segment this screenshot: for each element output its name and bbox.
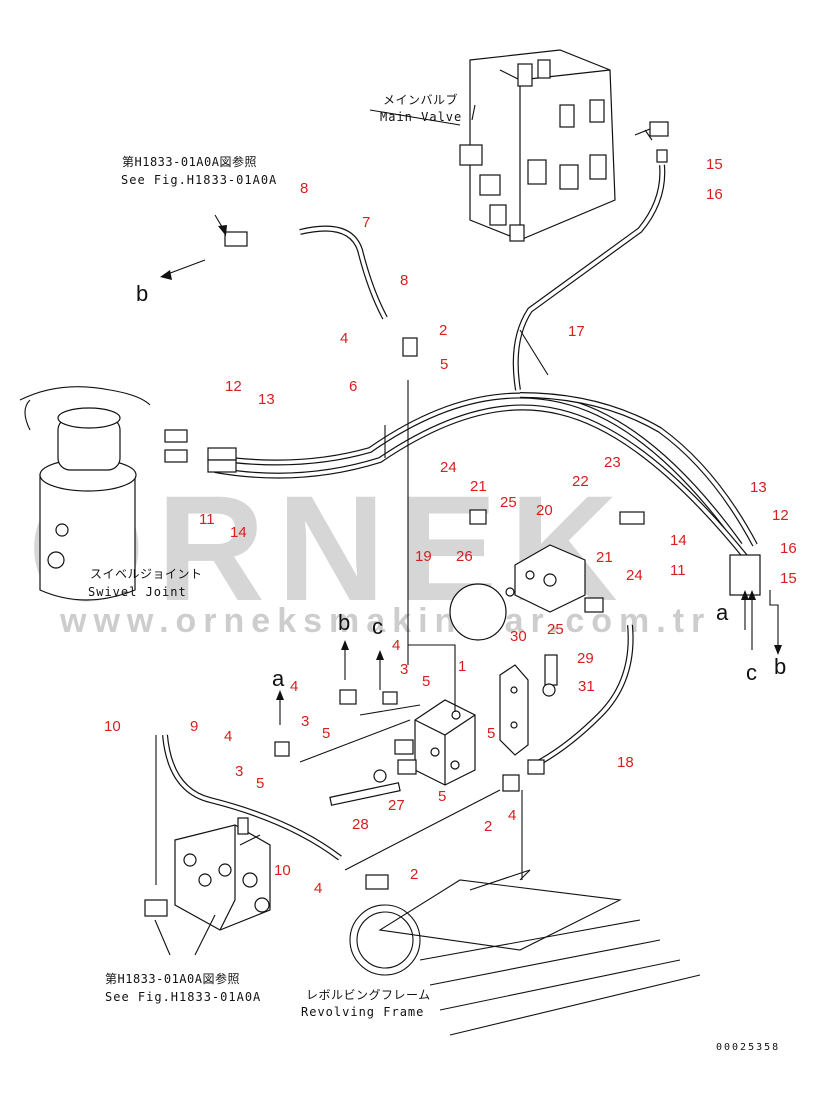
callout-2-top: 2 <box>439 322 447 339</box>
accumulator-drawing <box>449 583 515 641</box>
callout-14-right: 14 <box>670 532 687 549</box>
callout-21-top: 21 <box>470 478 487 495</box>
callout-8-mid: 8 <box>400 272 408 289</box>
callout-4-c: 4 <box>224 728 232 745</box>
callout-29: 29 <box>577 650 594 667</box>
revolving-frame-label-en: Revolving Frame <box>301 1005 424 1019</box>
callout-4-bot: 4 <box>314 880 322 897</box>
fig-top-label-ja: 第H1833-01A0A図参照 <box>122 154 257 169</box>
callout-13-right: 13 <box>750 479 767 496</box>
fig-top-label-en: See Fig.H1833-01A0A <box>121 173 277 187</box>
connector-b-top: b <box>136 281 148 306</box>
callout-13-left: 13 <box>258 391 275 408</box>
callout-23: 23 <box>604 454 621 471</box>
callout-12-left: 12 <box>225 378 242 395</box>
part-callouts: 8 7 8 15 16 17 2 4 5 6 12 13 11 14 24 21… <box>104 156 797 897</box>
watermark-url: www.orneksmakinalar.com.tr <box>59 602 711 640</box>
connector-b-right: b <box>774 654 786 679</box>
fittings <box>164 231 761 890</box>
connector-letters: b a b c a c b <box>136 281 786 691</box>
center-block-drawing <box>394 699 476 786</box>
lower-valve-drawing <box>144 817 271 931</box>
swivel-joint-drawing <box>19 386 151 601</box>
drawing-code: 00025358 <box>716 1042 780 1053</box>
callout-3-c: 3 <box>235 763 243 780</box>
reference-labels: メインバルブ Main Valve 第H1833-01A0A図参照 See Fi… <box>88 92 462 1019</box>
callout-8-top: 8 <box>300 180 308 197</box>
callout-17: 17 <box>568 323 585 340</box>
callout-5-b: 5 <box>322 725 330 742</box>
callout-27: 27 <box>388 797 405 814</box>
callout-4-mid: 4 <box>508 807 516 824</box>
fig-bottom-label-ja: 第H1833-01A0A図参照 <box>105 971 240 986</box>
callout-11-right: 11 <box>670 562 686 579</box>
callout-5-a: 5 <box>422 673 430 690</box>
callout-12-right: 12 <box>772 507 789 524</box>
connector-a-left: a <box>272 666 285 691</box>
callout-6: 6 <box>349 378 357 395</box>
callout-3-b: 3 <box>301 713 309 730</box>
callout-4-top: 4 <box>340 330 348 347</box>
connector-a-right: a <box>716 600 729 625</box>
callout-9: 9 <box>190 718 198 735</box>
leader-lines <box>154 104 782 956</box>
callout-15-top: 15 <box>706 156 723 173</box>
callout-5-top: 5 <box>440 356 448 373</box>
callout-30: 30 <box>510 628 527 645</box>
callout-2-mid: 2 <box>484 818 492 835</box>
callout-31: 31 <box>578 678 595 695</box>
fig-bottom-label-en: See Fig.H1833-01A0A <box>105 990 261 1004</box>
callout-16-right: 16 <box>780 540 797 557</box>
bracket-drawing <box>499 664 529 756</box>
callout-20: 20 <box>536 502 553 519</box>
callout-24-mid: 24 <box>626 567 643 584</box>
callout-7: 7 <box>362 214 370 231</box>
callout-2-bot: 2 <box>410 866 418 883</box>
connector-b-mid: b <box>338 610 350 635</box>
swivel-joint-label-en: Swivel Joint <box>88 585 187 599</box>
callout-1: 1 <box>458 658 466 675</box>
hoses <box>162 164 758 861</box>
callout-19: 19 <box>415 548 432 565</box>
callout-25-mid: 25 <box>547 621 564 638</box>
callout-26: 26 <box>456 548 473 565</box>
connector-c-mid: c <box>372 614 383 639</box>
callout-15-right: 15 <box>780 570 797 587</box>
callout-4-a: 4 <box>392 637 400 654</box>
callout-24-top: 24 <box>440 459 457 476</box>
callout-11-left: 11 <box>199 511 215 528</box>
callout-5-e: 5 <box>438 788 446 805</box>
main-valve-drawing <box>459 49 669 242</box>
callout-25-top: 25 <box>500 494 517 511</box>
callout-5-d: 5 <box>487 725 495 742</box>
revolving-frame-label-ja: レボルビングフレーム <box>306 988 431 1002</box>
revolving-frame-drawing <box>349 869 701 1036</box>
callout-28: 28 <box>352 816 369 833</box>
callout-14-left: 14 <box>230 524 247 541</box>
manifold-drawing <box>514 544 586 613</box>
callout-22: 22 <box>572 473 589 490</box>
connector-c-right: c <box>746 660 757 685</box>
callout-10-top: 10 <box>104 718 121 735</box>
callout-5-c: 5 <box>256 775 264 792</box>
callout-4-b: 4 <box>290 678 298 695</box>
swivel-joint-label-ja: スイベルジョイント <box>90 567 203 581</box>
callout-3-a: 3 <box>400 661 408 678</box>
callout-21-mid: 21 <box>596 549 613 566</box>
callout-10-bot: 10 <box>274 862 291 879</box>
callout-16-top: 16 <box>706 186 723 203</box>
main-valve-label-en: Main Valve <box>380 110 462 124</box>
main-valve-label-ja: メインバルブ <box>383 92 458 107</box>
callout-18: 18 <box>617 754 634 771</box>
